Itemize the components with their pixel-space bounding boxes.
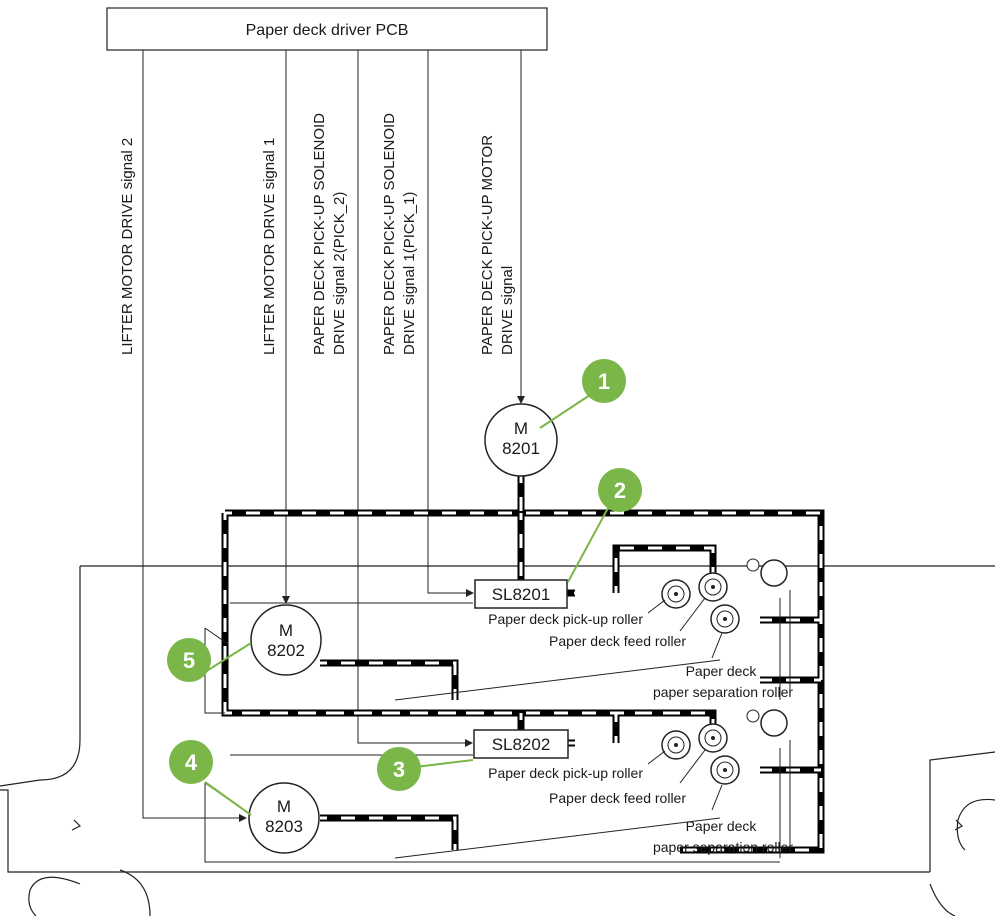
signal-label-lifter-2: LIFTER MOTOR DRIVE signal 2 bbox=[119, 138, 136, 355]
label-separation-roller-upper-1: Paper deck bbox=[686, 663, 758, 679]
motor-m8202: M 8202 bbox=[250, 604, 322, 676]
wheel-left-rim bbox=[119, 869, 151, 916]
wheel-left-outline bbox=[28, 876, 81, 916]
notch-right bbox=[954, 819, 963, 831]
machine-body-outline bbox=[0, 565, 995, 916]
label-feed-roller-lower: Paper deck feed roller bbox=[549, 790, 686, 806]
callout-1: 1 bbox=[582, 359, 626, 403]
callout-leaders bbox=[204, 394, 609, 816]
feed-roller-lower-icon bbox=[698, 723, 728, 753]
svg-text:SL8201: SL8201 bbox=[492, 585, 551, 604]
svg-text:SL8202: SL8202 bbox=[492, 735, 551, 754]
pcb-label: Paper deck driver PCB bbox=[246, 22, 409, 39]
callout-2: 2 bbox=[598, 468, 642, 512]
separation-roller-upper-icon bbox=[710, 604, 740, 634]
label-feed-roller-upper: Paper deck feed roller bbox=[549, 633, 686, 649]
label-separation-roller-lower-2: paper separation roller bbox=[653, 839, 793, 855]
label-separation-roller-lower-1: Paper deck bbox=[686, 818, 758, 834]
svg-text:4: 4 bbox=[185, 750, 198, 775]
label-separation-roller-upper-2: paper separation roller bbox=[653, 684, 793, 700]
rollers-upper: Paper deck pick-up roller Paper deck fee… bbox=[488, 558, 793, 700]
motor-m8203: M 8203 bbox=[248, 782, 320, 854]
pickup-roller-lower-icon bbox=[661, 730, 691, 760]
svg-text:8203: 8203 bbox=[265, 817, 303, 836]
feed-roller-upper-icon bbox=[698, 572, 728, 602]
signal-wires bbox=[142, 50, 525, 822]
svg-text:3: 3 bbox=[393, 757, 405, 782]
signal-label-pickup-motor: PAPER DECK PICK-UP MOTOR DRIVE signal bbox=[479, 131, 516, 355]
sensor-lower-icon bbox=[746, 709, 760, 723]
paper-tray-plate-lower bbox=[394, 817, 721, 859]
signal-label-lifter-1: LIFTER MOTOR DRIVE signal 1 bbox=[261, 138, 278, 355]
sensor-upper-icon bbox=[746, 558, 760, 572]
label-pickup-roller-upper: Paper deck pick-up roller bbox=[488, 611, 643, 627]
svg-text:2: 2 bbox=[614, 478, 626, 503]
svg-text:8202: 8202 bbox=[267, 641, 305, 660]
paper-deck-driver-pcb: Paper deck driver PCB bbox=[106, 7, 548, 51]
pickup-roller-upper-icon bbox=[661, 579, 691, 609]
wire-lifter-motor-2 bbox=[142, 50, 247, 822]
label-pickup-roller-lower: Paper deck pick-up roller bbox=[488, 765, 643, 781]
callout-4: 4 bbox=[169, 740, 213, 784]
svg-text:1: 1 bbox=[598, 369, 610, 394]
wire-solenoid-2 bbox=[357, 50, 473, 747]
motor-m8201: M 8201 bbox=[484, 403, 558, 477]
callout-3: 3 bbox=[377, 747, 421, 791]
callout-5: 5 bbox=[167, 638, 211, 682]
wheel-right-outline bbox=[929, 883, 956, 916]
registration-roller-lower-icon bbox=[760, 709, 788, 737]
paper-tray-plate-upper bbox=[394, 659, 721, 701]
wheel-right-top bbox=[956, 798, 995, 851]
svg-text:M: M bbox=[514, 419, 528, 438]
svg-text:M: M bbox=[279, 621, 293, 640]
separation-roller-lower-icon bbox=[710, 755, 740, 785]
registration-roller-upper-icon bbox=[760, 559, 788, 587]
solenoid-sl8202: SL8202 bbox=[473, 729, 569, 759]
rollers-lower: Paper deck pick-up roller Paper deck fee… bbox=[488, 709, 793, 855]
signal-label-solenoid-1: PAPER DECK PICK-UP SOLENOID DRIVE signal… bbox=[381, 109, 418, 355]
wire-solenoid-1 bbox=[427, 50, 474, 597]
svg-text:8201: 8201 bbox=[502, 439, 540, 458]
svg-text:5: 5 bbox=[183, 648, 195, 673]
signal-labels: LIFTER MOTOR DRIVE signal 2 LIFTER MOTOR… bbox=[119, 109, 516, 355]
solenoid-sl8201: SL8201 bbox=[474, 579, 568, 609]
svg-text:M: M bbox=[277, 797, 291, 816]
inner-frame-lines bbox=[204, 590, 791, 863]
signal-label-solenoid-2: PAPER DECK PICK-UP SOLENOID DRIVE signal… bbox=[311, 109, 348, 355]
notch-left bbox=[71, 819, 82, 831]
